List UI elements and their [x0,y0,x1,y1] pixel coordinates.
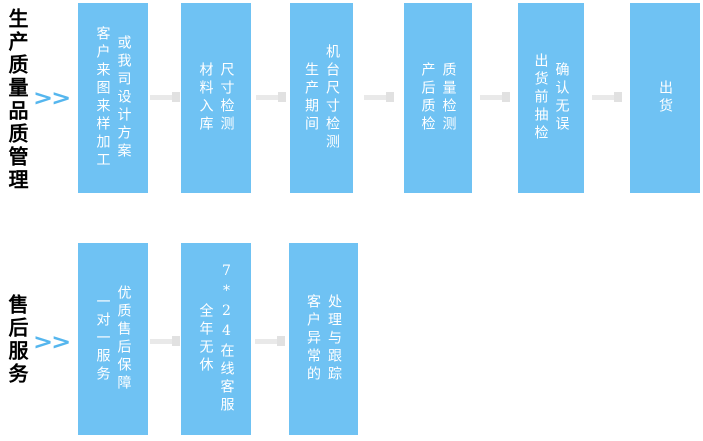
step-text-column: 全年无休 [197,303,214,375]
step-text-column: 尺寸检测 [218,62,235,134]
arrow-connector-icon [480,92,510,102]
step-box-service-guarantee: 一对一服务 优质售后保障 [78,243,148,435]
arrow-connector-icon [150,336,180,346]
step-box-issue-tracking: 客户异常的 处理与跟踪 [289,243,358,435]
step-text-column: 机台尺寸检测 [324,44,340,152]
step-box-production-inspection: 生产期间 机台尺寸检测 [290,3,353,193]
step-text-column: 处理与跟踪 [326,294,342,384]
step-text-column: 7*24在线客服 [218,263,235,415]
step-text-column: 一对一服务 [94,294,111,384]
step-box-online-support: 全年无休 7*24在线客服 [181,243,251,435]
step-text-column: 出货 [657,80,673,116]
double-chevron-icon: >> [33,329,71,355]
row2-title: 售后服务 [5,294,29,386]
arrow-connector-icon [255,336,285,346]
step-box-post-production-qc: 产后质检 质量检测 [404,3,472,193]
step-text-column: 产后质检 [419,62,436,134]
row1-title: 生产质量品质管理 [5,8,29,192]
step-text-column: 出货前抽检 [532,53,549,143]
step-text-column: 生产期间 [303,62,319,134]
step-text-column: 或我司设计方案 [115,35,132,161]
step-box-shipment: 出货 [630,3,700,193]
step-text-column: 质量检测 [440,62,457,134]
step-box-material-inspection: 材料入库 尺寸检测 [181,3,251,193]
step-text-column: 优质售后保障 [115,285,132,393]
arrow-connector-icon [256,92,286,102]
arrow-connector-icon [592,92,622,102]
arrow-connector-icon [150,92,180,102]
step-text-column: 材料入库 [197,62,214,134]
step-text-column: 客户来图来样加工 [94,26,111,170]
step-text-column: 确认无误 [553,62,570,134]
step-box-pre-shipment-check: 出货前抽检 确认无误 [518,3,584,193]
step-box-design: 客户来图来样加工 或我司设计方案 [78,3,148,193]
arrow-connector-icon [364,92,394,102]
double-chevron-icon: >> [33,85,71,111]
step-text-column: 客户异常的 [305,294,321,384]
